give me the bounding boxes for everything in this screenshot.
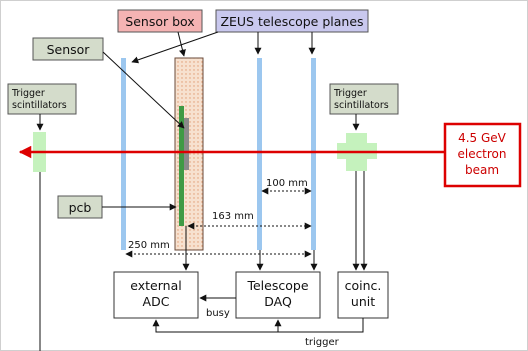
trigger-label: trigger bbox=[305, 337, 340, 348]
trigger-left-label bbox=[7, 83, 77, 115]
telescope-plane-3 bbox=[311, 58, 316, 250]
coinc-unit-text-1: coinc. bbox=[345, 278, 382, 293]
sensor-box-label-text: Sensor box bbox=[125, 14, 194, 29]
telescope-planes-label-text: ZEUS telescope planes bbox=[220, 14, 363, 29]
telescope-plane-1 bbox=[121, 58, 126, 250]
coinc-unit-box bbox=[337, 271, 389, 319]
dimension-100-label: 100 mm bbox=[266, 178, 308, 189]
trigger-right-label-text-2: scintillators bbox=[334, 100, 389, 111]
telescope-daq-text-2: DAQ bbox=[264, 294, 292, 309]
beam-label-text-2: electron bbox=[457, 147, 506, 161]
external-adc-text-2: ADC bbox=[143, 294, 170, 309]
arrow-sensor-box bbox=[177, 31, 186, 57]
trigger-left-label-text-2: scintillators bbox=[12, 100, 67, 111]
sensor-element bbox=[184, 118, 189, 170]
arrow-plane-1 bbox=[131, 31, 219, 64]
trigger-right-label-text-1: Trigger bbox=[333, 88, 367, 99]
busy-label: busy bbox=[206, 308, 230, 319]
trigger-right-label bbox=[329, 83, 399, 115]
pcb-label-text: pcb bbox=[69, 200, 92, 215]
dimension-163-label: 163 mm bbox=[212, 211, 254, 222]
trigger-left-label-text-1: Trigger bbox=[11, 88, 45, 99]
beam-label-text-1: 4.5 GeV bbox=[458, 131, 507, 145]
telescope-daq-box bbox=[235, 271, 321, 319]
pcb-board bbox=[179, 106, 184, 226]
sensor-box-label bbox=[117, 9, 203, 33]
telescope-planes-label bbox=[215, 9, 369, 33]
telescope-plane-2 bbox=[257, 58, 262, 250]
dimension-250-label: 250 mm bbox=[128, 240, 170, 251]
telescope-daq-text-1: Telescope bbox=[246, 278, 308, 293]
beam-label-text-3: beam bbox=[465, 163, 499, 177]
external-adc-box bbox=[113, 271, 199, 319]
external-adc-text-1: external bbox=[130, 278, 181, 293]
beam-label bbox=[443, 122, 522, 188]
wire-trigger-adc bbox=[152, 318, 364, 333]
sensor-label-text: Sensor bbox=[47, 42, 91, 57]
sensor-label bbox=[32, 37, 104, 61]
arrow-sensor bbox=[102, 51, 185, 129]
coinc-unit-text-2: unit bbox=[351, 294, 375, 309]
